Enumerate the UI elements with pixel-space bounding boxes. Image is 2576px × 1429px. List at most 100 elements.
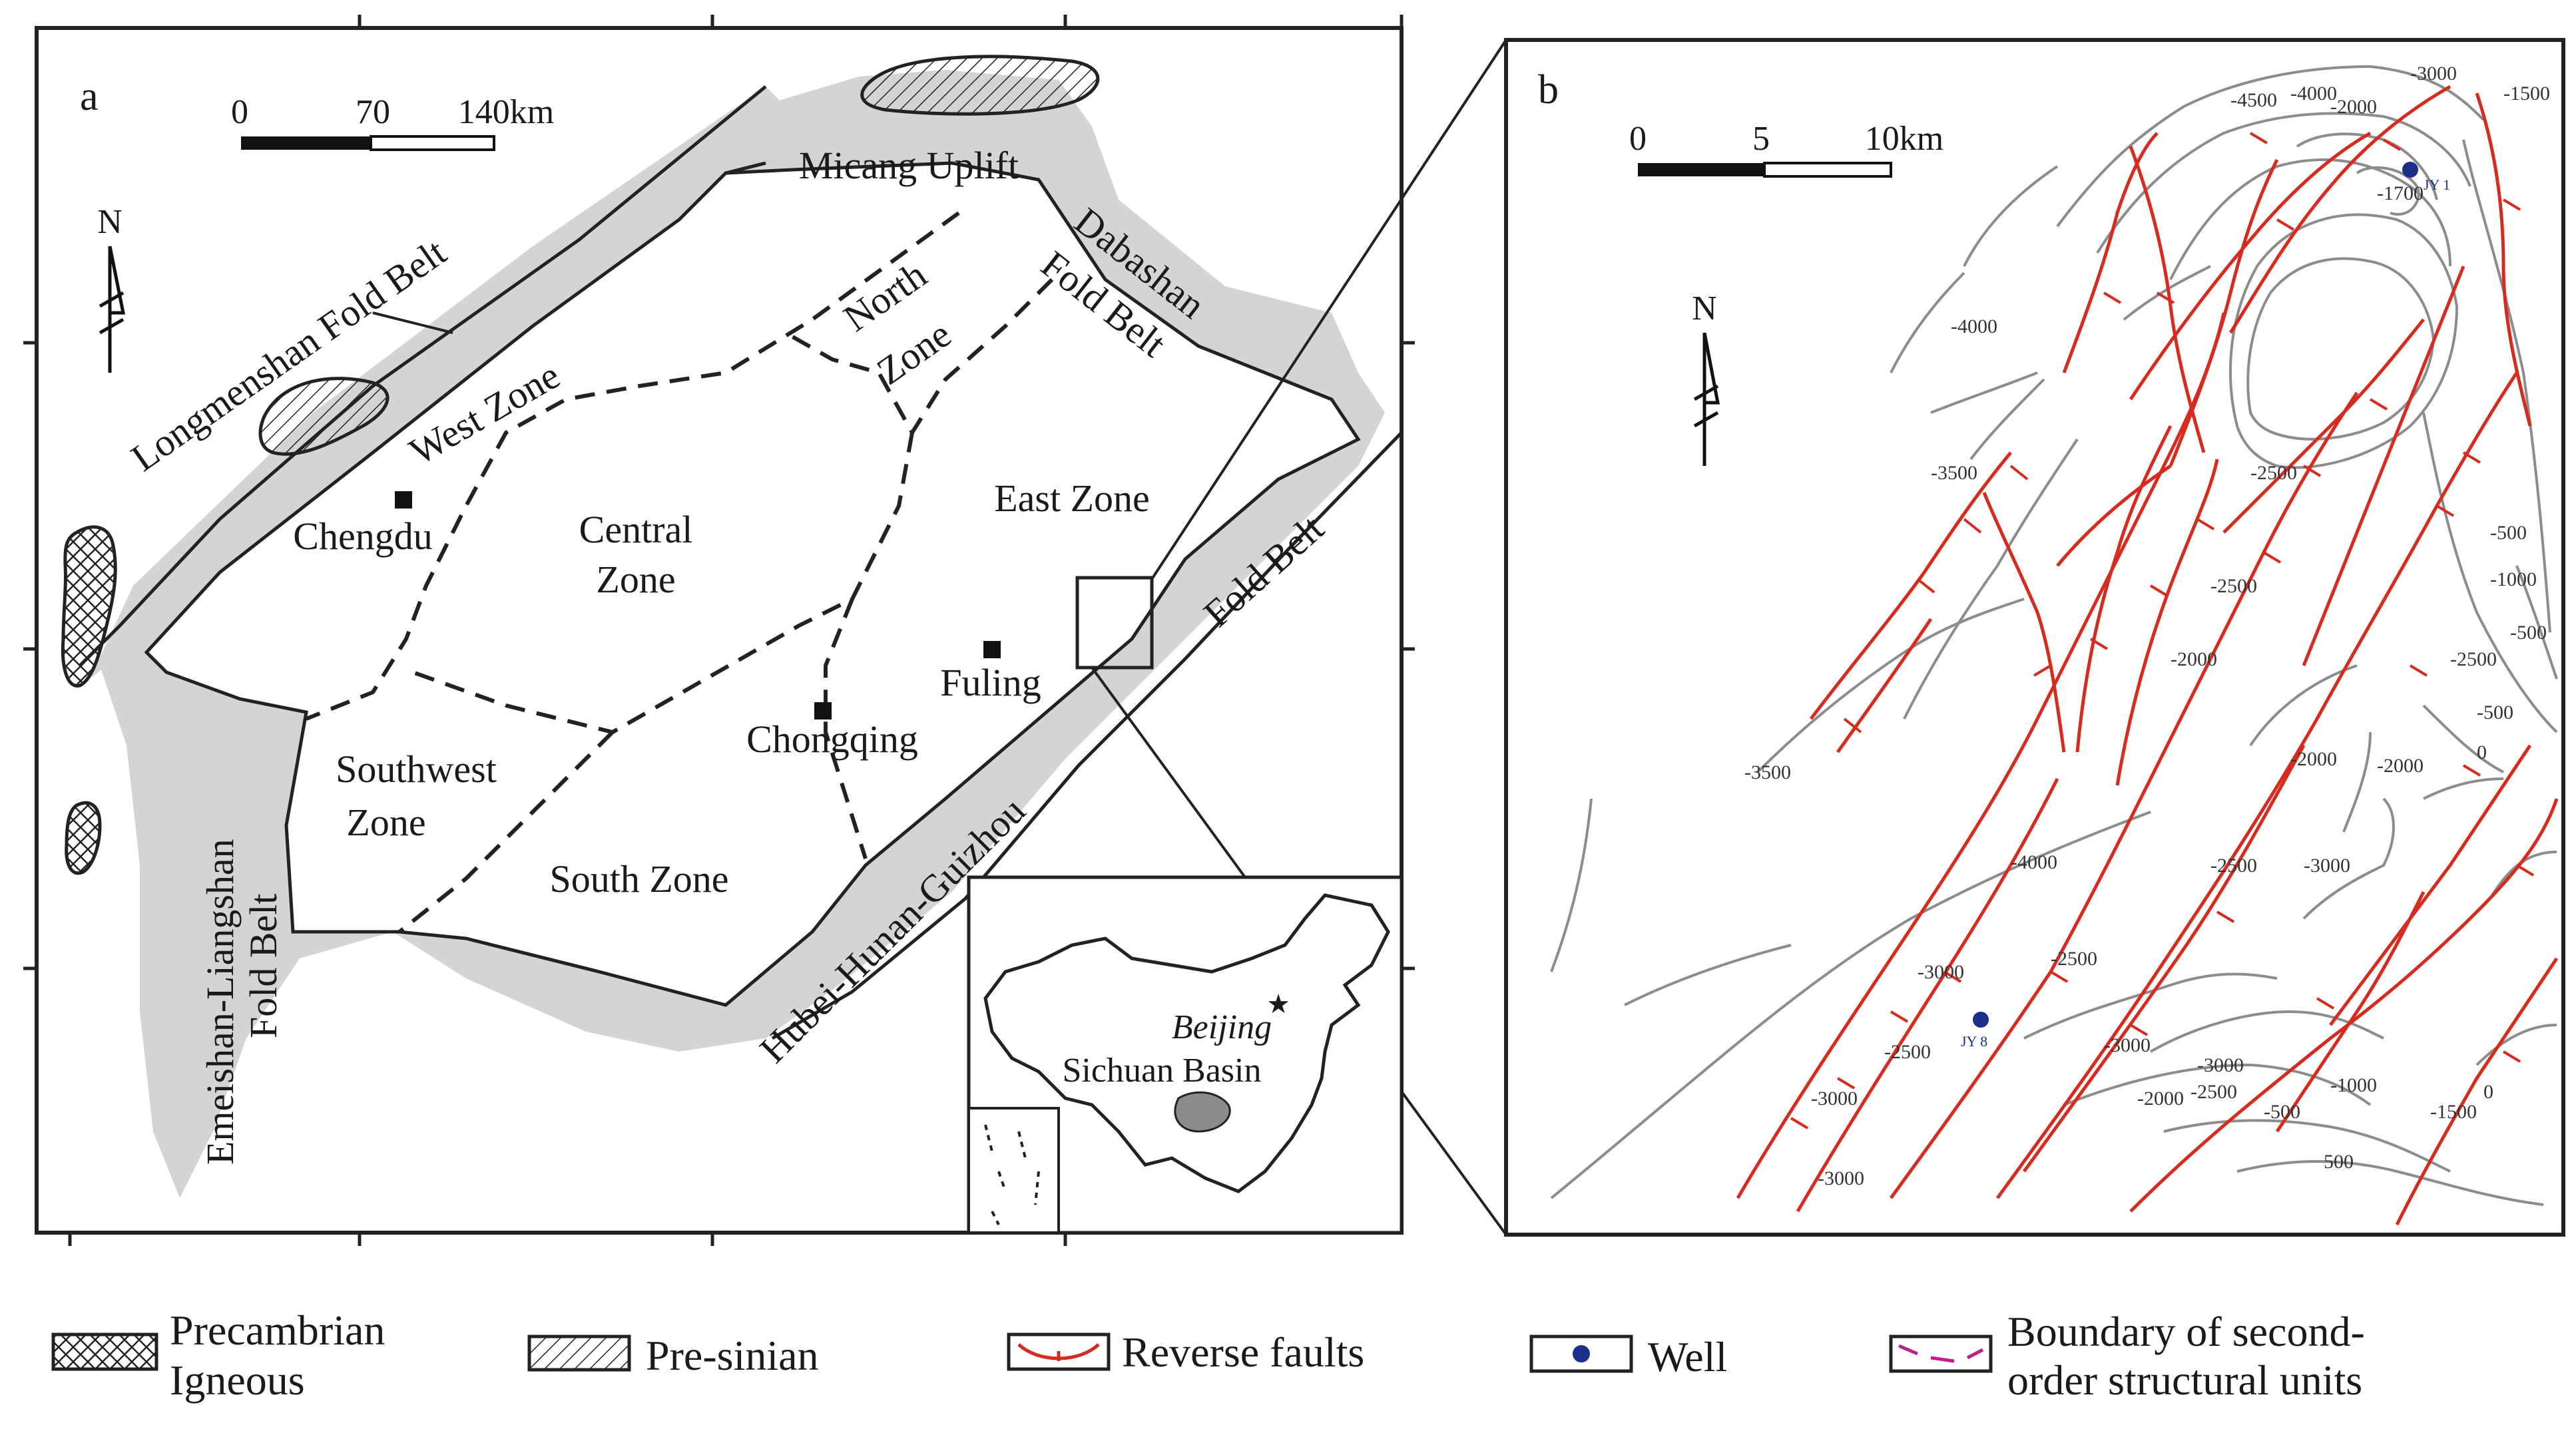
legend-precambrian-line2: Igneous [170, 1356, 305, 1404]
contour-label: -2000 [2377, 755, 2424, 777]
scale-b-bar-white [1763, 162, 1892, 178]
contour-label: -3000 [2304, 855, 2350, 877]
contour-label: -500 [2477, 702, 2513, 723]
contour-label: -3000 [1811, 1088, 1858, 1110]
legend-well-dot-icon [1573, 1345, 1590, 1362]
north-arrow-b: N [1692, 290, 1720, 466]
presinian-outcrop-west [258, 377, 389, 456]
panel-a: a 0 70 140km N Longmenshan Fold Belt Mic… [23, 15, 1507, 1246]
contour-label: -2500 [1884, 1041, 1931, 1063]
well-marker-jy8 [1973, 1012, 1989, 1028]
contour-label: -4000 [2290, 83, 2337, 104]
scale-a-tick-70: 70 [356, 93, 390, 131]
legend-item-boundary: Boundary of second- order structural uni… [1889, 1308, 2365, 1404]
city-marker-chongqing [814, 702, 832, 719]
contour-label: -2000 [2290, 748, 2337, 770]
inset-south-sea-box [967, 1107, 1060, 1234]
contour-label: -3500 [1931, 462, 1977, 484]
contour-label: -4000 [2011, 851, 2057, 873]
zoom-connector-top [1151, 39, 1507, 580]
contour-label: -2500 [2450, 648, 2497, 670]
contour-label: -3000 [1818, 1167, 1864, 1189]
scale-a-tick-140: 140km [458, 93, 554, 131]
contour-label: -2500 [2051, 948, 2097, 970]
contour-label: -2500 [2210, 855, 2257, 877]
presinian-outcrop-north [860, 55, 1100, 116]
contour-label: -500 [2490, 522, 2527, 544]
longmenshan-belt-strip [90, 87, 786, 679]
contour-label: -3000 [1918, 961, 1964, 983]
legend-item-well: Well [1529, 1333, 1727, 1380]
north-arrow-icon [99, 246, 126, 373]
legend-faults-label: Reverse faults [1122, 1328, 1364, 1376]
contour-label: -4000 [1951, 315, 1997, 337]
legend: Precambrian Igneous Pre-sinian Reverse f… [51, 1307, 2365, 1404]
longmenshan-leader-line [372, 311, 453, 334]
second-order-boundaries [305, 211, 1054, 934]
inset-sichuan-basin-label: Sichuan Basin [1063, 1052, 1262, 1090]
scale-b-tick-5: 5 [1752, 120, 1770, 158]
north-arrow-b-icon [1693, 332, 1720, 466]
contour-label: -3000 [2410, 63, 2457, 85]
panel-b-frame [1504, 38, 2565, 1237]
panel-a-frame-ticks [23, 15, 1415, 1246]
precambrian-outcrop-2 [65, 801, 102, 875]
contour-label: -3000 [2104, 1034, 2151, 1056]
contour-label: -1500 [2430, 1101, 2477, 1123]
sichuan-basin-interior [144, 161, 1361, 1007]
city-fuling: Fuling [940, 661, 1041, 704]
scale-a-tick-0: 0 [231, 93, 248, 131]
legend-fault-icon [1017, 1343, 1100, 1361]
contour-label: -1000 [2330, 1074, 2377, 1096]
study-area-box [1075, 576, 1154, 670]
contour-label: -4500 [2230, 89, 2277, 111]
scale-b-tick-0: 0 [1629, 120, 1647, 158]
contour-label: 0 [2483, 1081, 2493, 1103]
contour-label: -2500 [2250, 462, 2297, 484]
zone-east: East Zone [994, 477, 1150, 520]
label-micang: Micang Uplift [799, 144, 1019, 187]
contour-label: -2000 [2330, 96, 2377, 118]
legend-presinian-label: Pre-sinian [646, 1332, 819, 1379]
inset-beijing-label: Beijing [1172, 1008, 1272, 1046]
contour-label: -3000 [2197, 1054, 2244, 1076]
north-label-a: N [97, 203, 123, 241]
scale-b-bar-black [1638, 163, 1764, 176]
panel-a-label: a [80, 74, 99, 119]
precambrian-outcrop-1 [61, 525, 117, 688]
city-chongqing: Chongqing [746, 717, 918, 761]
legend-precambrian-line1: Precambrian [170, 1307, 385, 1354]
contour-label: -3500 [1744, 761, 1791, 783]
contour-label: -2000 [2171, 648, 2217, 670]
well-label-jy1: JY 1 [2424, 176, 2450, 193]
contour-label: -2500 [2210, 575, 2257, 597]
contour-label-group: -4500 -4000 -3500 -3000 -2500 -2000 -170… [1744, 63, 2550, 1189]
north-arrow-a: N [97, 203, 126, 373]
city-marker-chengdu [395, 491, 412, 509]
legend-dashed-boundary-icon [1898, 1344, 1984, 1363]
contour-label: -1000 [2490, 568, 2537, 590]
zone-southwest-1: Southwest [336, 747, 497, 791]
zone-southwest-2: Zone [346, 801, 425, 844]
north-label-b: N [1692, 290, 1717, 327]
legend-well-label: Well [1648, 1333, 1727, 1380]
reverse-faults [1736, 85, 2559, 1226]
scale-a-bar-black [241, 136, 371, 150]
scale-b-tick-10: 10km [1865, 120, 1943, 158]
contour-label: -500 [2264, 1101, 2300, 1123]
label-emeishan-2: Fold Belt [242, 893, 285, 1038]
zone-central-2: Zone [596, 558, 675, 601]
city-chengdu: Chengdu [293, 514, 432, 558]
contour-label: -1500 [2503, 83, 2550, 104]
fault-ticks [1790, 132, 2535, 1129]
contour-label: -1700 [2377, 182, 2424, 204]
legend-item-precambrian: Precambrian Igneous [51, 1307, 385, 1404]
scale-a-bar-white [370, 135, 495, 151]
sichuan-basin-inset [1174, 1091, 1231, 1133]
inset-islands [984, 1124, 1040, 1225]
panel-b-label: b [1538, 67, 1559, 112]
zone-central-1: Central [579, 508, 693, 551]
well-label-jy8: JY 8 [1961, 1033, 1987, 1050]
china-outline [983, 893, 1390, 1193]
contour-label: 0 [2477, 741, 2487, 763]
